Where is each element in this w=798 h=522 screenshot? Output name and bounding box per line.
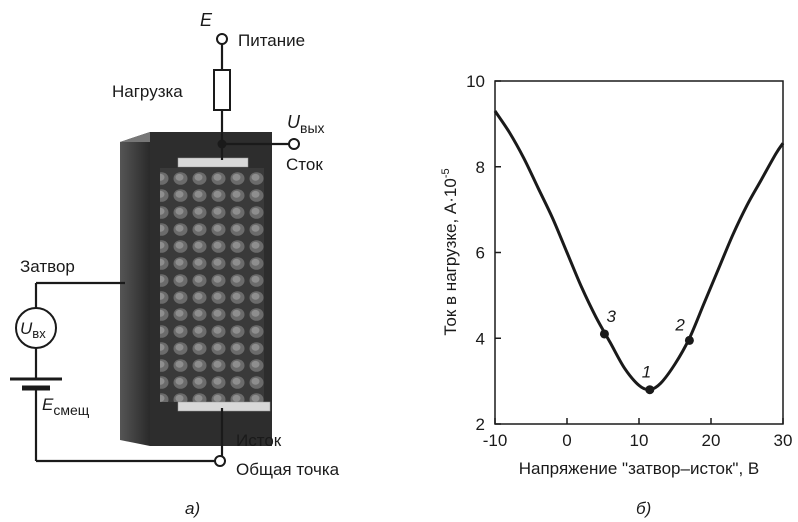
input-source-circle: [15, 307, 57, 349]
bias-sub: смещ: [53, 402, 89, 418]
operating-point-1: [645, 385, 655, 395]
operating-point-3: [599, 329, 609, 339]
x-tick-label: 30: [774, 431, 793, 450]
plot-frame: [494, 80, 784, 425]
caption-b: б): [636, 499, 651, 518]
source-label: Исток: [236, 431, 282, 450]
x-tick-label: 10: [630, 431, 649, 450]
operating-point-label-3: 3: [606, 307, 616, 326]
supply-terminal: [216, 33, 228, 45]
drain-electrode: [177, 157, 249, 168]
bias-symbol: E: [42, 395, 54, 414]
gate-label: Затвор: [20, 257, 75, 276]
load-resistor: [213, 69, 231, 111]
supply-symbol: E: [200, 10, 213, 30]
operating-point-label-2: 2: [674, 315, 685, 334]
drain-label: Сток: [286, 155, 323, 174]
y-tick-label: 4: [476, 329, 485, 348]
operating-point-2: [684, 335, 694, 345]
y-axis-ticks: 2 4 6 8 10: [466, 72, 501, 434]
caption-a: а): [185, 499, 200, 518]
output-terminal: [288, 138, 300, 150]
y-tick-label: 6: [476, 244, 485, 263]
drain-junction: [217, 139, 227, 149]
y-tick-label: 2: [476, 415, 485, 434]
operating-point-label-1: 1: [642, 363, 651, 382]
bias-label: Eсмещ: [42, 395, 90, 418]
polymer-cell-array: [160, 168, 264, 402]
output-sub: вых: [300, 120, 325, 136]
x-tick-label: 20: [702, 431, 721, 450]
y-tick-label: 10: [466, 72, 485, 91]
y-tick-label: 8: [476, 158, 485, 177]
y-axis-label: Ток в нагрузке, А·10-5: [440, 168, 460, 335]
common-point-label: Общая точка: [236, 460, 340, 479]
x-tick-label: -10: [483, 431, 508, 450]
x-tick-label: 0: [562, 431, 571, 450]
load-label: Нагрузка: [112, 82, 183, 101]
x-axis-ticks: -10 0 10 20 30: [483, 418, 793, 450]
input-symbol: U: [20, 319, 33, 338]
y-axis-label-exp: -5: [440, 168, 452, 178]
output-symbol: U: [287, 112, 301, 132]
transistor-schematic: E Питание Нагрузка Uвых Сток Затвор Uвх …: [10, 10, 340, 518]
series-line: [493, 110, 785, 392]
operating-points: 1 2 3: [599, 307, 694, 395]
x-axis-label: Напряжение "затвор–исток", В: [519, 459, 760, 478]
circuit-wires: [34, 44, 289, 463]
supply-label: Питание: [238, 31, 305, 50]
device-body: [120, 132, 150, 446]
common-terminal: [214, 455, 226, 467]
input-sub: вх: [32, 326, 46, 341]
y-axis-label-main: Ток в нагрузке, А·10: [441, 178, 460, 335]
source-electrode: [177, 401, 271, 412]
input-voltage-label: Uвх: [20, 319, 46, 341]
output-voltage-label: Uвых: [287, 112, 325, 136]
